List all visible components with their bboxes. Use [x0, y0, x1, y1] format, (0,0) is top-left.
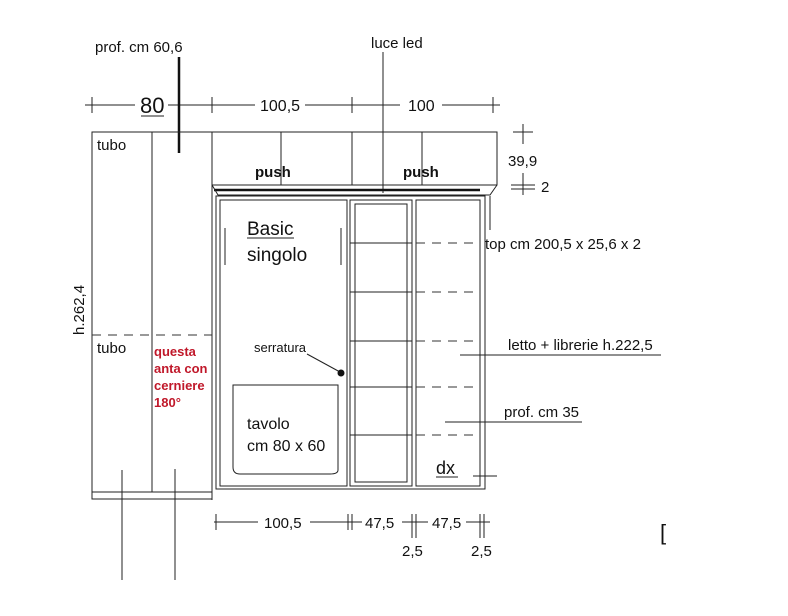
bottom-bed-label: 100,5 [264, 515, 302, 532]
bed-shelves-label: letto + librerie h.222,5 [508, 337, 653, 354]
thickness-top-label: 2 [541, 179, 549, 196]
lock-leader [306, 353, 341, 373]
bottom-shelf1-label: 47,5 [365, 515, 394, 532]
push-left-label: push [255, 164, 291, 181]
top-dimension-line [85, 97, 500, 113]
bed-unit [215, 195, 491, 490]
width-left-label: 80 [140, 93, 164, 118]
hinge-note-line4: 180° [154, 395, 181, 410]
hinge-note-line1: questa [154, 344, 197, 359]
bottom-gap2-label: 2,5 [471, 543, 492, 560]
table-line1: tavolo [247, 416, 290, 433]
led-label: luce led [371, 35, 423, 52]
height-top-label: 39,9 [508, 153, 537, 170]
bottom-gap1-label: 2,5 [402, 543, 423, 560]
top-cabinet [211, 131, 498, 500]
bed-title: Basic [247, 219, 293, 240]
width-mid-label: 100,5 [260, 98, 300, 115]
table-line2: cm 80 x 60 [247, 438, 325, 455]
side-label: dx [436, 458, 455, 478]
lock-dot [337, 369, 345, 377]
bracket-mark: [ [660, 520, 666, 545]
push-right-label: push [403, 164, 439, 181]
hinge-note-line3: cerniere [154, 378, 205, 393]
tube-top-label: tubo [97, 137, 126, 154]
bottom-dimension-line [214, 514, 490, 538]
width-right-label: 100 [408, 98, 435, 115]
shelf-depth-label: prof. cm 35 [504, 404, 579, 421]
tube-mid-label: tubo [97, 340, 126, 357]
top-spec-label: top cm 200,5 x 25,6 x 2 [485, 236, 641, 253]
bottom-shelf2-label: 47,5 [432, 515, 461, 532]
bed-subtitle: singolo [247, 245, 307, 266]
hinge-note-line2: anta con [154, 361, 208, 376]
depth-total-label: prof. cm 60,6 [95, 39, 183, 56]
height-total-label: h.262,4 [71, 285, 88, 335]
right-dimensions [511, 124, 535, 195]
lock-label: serratura [254, 340, 307, 355]
